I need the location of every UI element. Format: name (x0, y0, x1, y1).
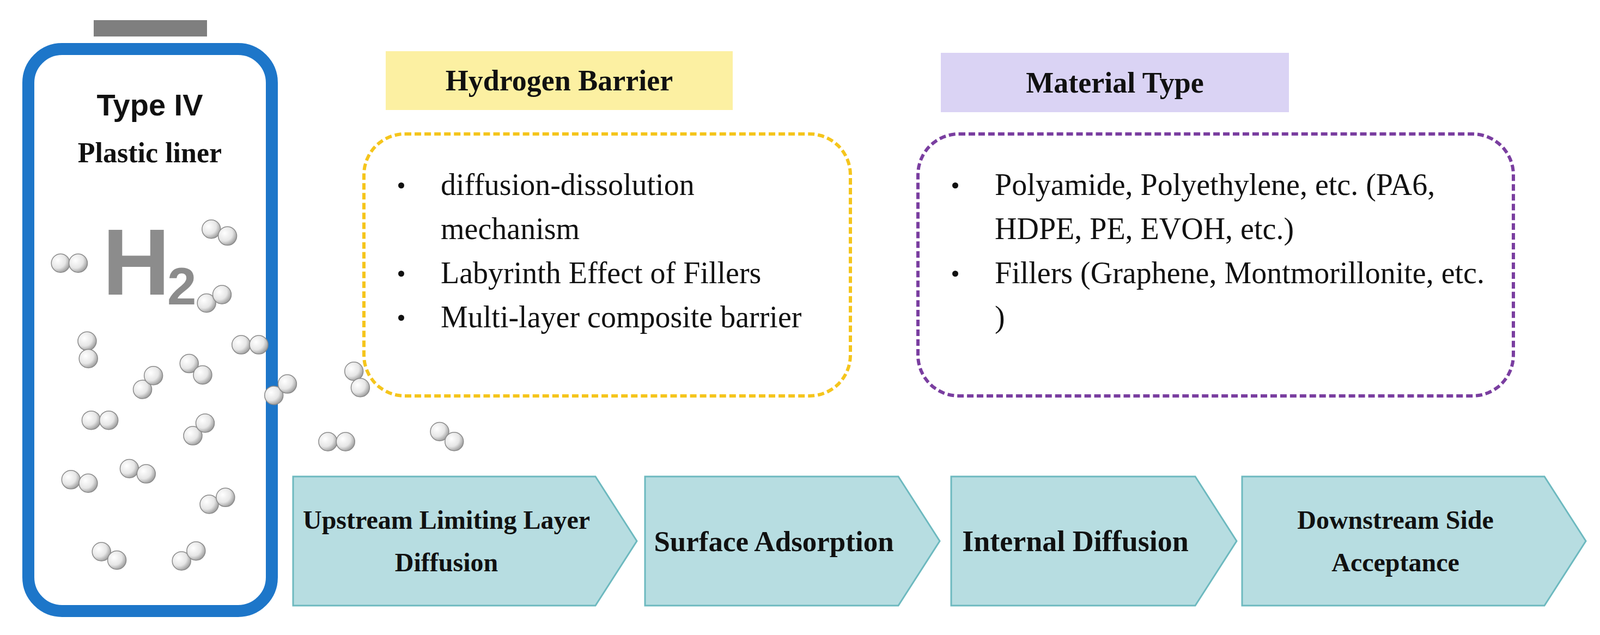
hydrogen-atom (277, 374, 297, 394)
bullet-item: Multi-layer composite barrier (365, 295, 833, 340)
header-text: Hydrogen Barrier (445, 63, 673, 98)
bullet-dot (398, 182, 405, 189)
process-chevron: Internal Diffusion (950, 475, 1238, 607)
dashed-panel: diffusion-dissolution mechanismLabyrinth… (362, 132, 853, 398)
hydrogen-atom (195, 414, 215, 433)
hydrogen-atom (77, 331, 97, 351)
hydrogen-atom (186, 542, 206, 561)
chevron-shape (1240, 475, 1587, 607)
chevron-outline (645, 476, 940, 606)
hydrogen-atom (218, 226, 237, 246)
chevron-text-area: Internal Diffusion (950, 475, 1201, 607)
tank-type: Type IV (38, 81, 262, 129)
header-box: Hydrogen Barrier (385, 51, 733, 111)
bullet-item: Labyrinth Effect of Fillers (365, 251, 833, 296)
hydrogen-atom (51, 253, 70, 273)
hydrogen-atom (336, 432, 355, 452)
bullet-item: Polyamide, Polyethylene, etc. (PA6, HDPE… (919, 162, 1496, 252)
hydrogen-atom (78, 473, 98, 493)
step-text: Internal Diffusion (954, 520, 1197, 563)
hydrogen-atom (232, 335, 251, 355)
tank-liner (28, 49, 272, 612)
hydrogen-atom (136, 464, 156, 484)
chevron-text-area: Surface Adsorption (643, 475, 904, 607)
dashed-panel: Polyamide, Polyethylene, etc. (PA6, HDPE… (916, 132, 1516, 398)
hydrogen-atom (107, 551, 127, 570)
subscript: 2 (167, 260, 197, 313)
bullet-text: Polyamide, Polyethylene, etc. (PA6, HDPE… (994, 167, 1435, 246)
hydrogen-atom (318, 432, 338, 452)
process-chevron: Surface Adsorption (643, 475, 941, 607)
hydrogen-atom (144, 366, 163, 386)
hydrogen-atom (445, 432, 464, 452)
hydrogen-atom (199, 495, 219, 514)
bullet-item: Fillers (Graphene, Montmorillonite, etc.… (919, 251, 1496, 340)
step-text: Upstream Limiting Layer Diffusion (291, 499, 601, 584)
bullet-dot (398, 314, 405, 321)
bullet-text: Labyrinth Effect of Fillers (440, 256, 762, 290)
bullet-dot (952, 182, 959, 189)
hydrogen-atom (81, 411, 101, 430)
hydrogen-atom (61, 470, 81, 490)
hydrogen-atom (344, 362, 364, 381)
header-text: Material Type (1025, 65, 1204, 100)
bullet-text: Multi-layer composite barrier (440, 300, 802, 334)
process-chevron: Downstream Side Acceptance (1240, 475, 1587, 607)
step-text: Downstream Side Acceptance (1240, 499, 1550, 584)
chevron-outline (1242, 476, 1586, 606)
chevron-text-area: Downstream Side Acceptance (1240, 475, 1550, 607)
hydrogen-atom (193, 365, 212, 385)
hydrogen-atom (99, 411, 119, 430)
liner-label: Plastic liner (38, 128, 262, 178)
hydrogen-atom (78, 349, 98, 369)
header-box: Material Type (940, 52, 1289, 113)
gas-symbol: H (102, 215, 170, 309)
bullet-dot (952, 270, 959, 277)
chevron-outline (293, 476, 637, 606)
chevron-outline (951, 476, 1237, 606)
bullet-dot (398, 270, 405, 277)
hydrogen-atom (350, 378, 370, 398)
hydrogen-atom (69, 253, 88, 273)
step-text: Surface Adsorption (646, 520, 902, 563)
bullet-item: diffusion-dissolution mechanism (365, 162, 833, 252)
tank-cap (93, 20, 208, 37)
hydrogen-atom (249, 335, 269, 355)
bullet-text: Fillers (Graphene, Montmorillonite, etc.… (994, 256, 1485, 334)
hydrogen-atom (213, 285, 232, 304)
hydrogen-atom (216, 488, 235, 507)
hydrogen-atom (202, 220, 221, 239)
chevron-shape (291, 475, 638, 607)
chevron-text-area: Upstream Limiting Layer Diffusion (291, 475, 601, 607)
process-chevron: Upstream Limiting Layer Diffusion (291, 475, 638, 607)
tank-label: Type IVPlastic liner (38, 81, 262, 178)
hydrogen-atom (119, 459, 139, 479)
bullet-text: diffusion-dissolution mechanism (440, 167, 695, 246)
